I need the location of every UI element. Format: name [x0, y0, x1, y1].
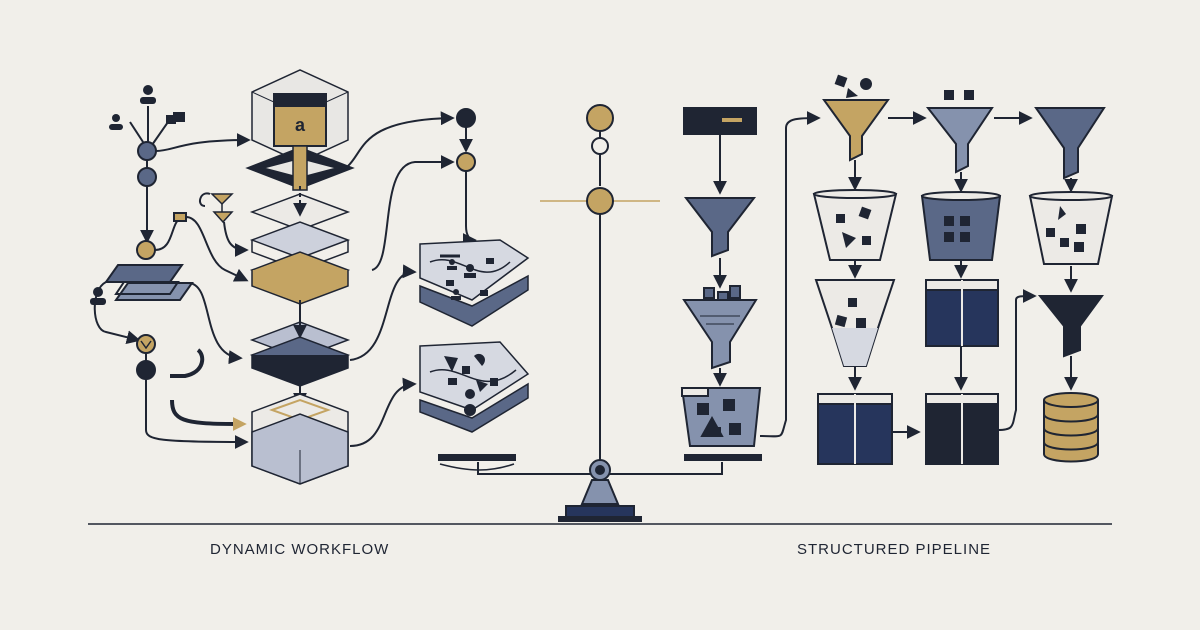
node-circle — [136, 240, 156, 260]
layer-stack-icon — [249, 193, 351, 387]
small-gold-tag — [173, 212, 187, 222]
funnel-icon — [683, 197, 757, 258]
database-icon — [1043, 392, 1099, 463]
layer-stack-icon — [104, 264, 194, 301]
funnel-icon — [210, 193, 234, 224]
bucket-icon — [680, 387, 762, 447]
node-circle — [456, 108, 476, 128]
balance-scale-icon — [477, 104, 723, 522]
user-icon — [109, 85, 185, 130]
map-layer-icon — [419, 239, 530, 327]
node-circle — [136, 334, 156, 354]
funnel-icon — [1034, 107, 1106, 180]
structured-pipeline-section — [680, 74, 1114, 465]
node-circle — [464, 404, 476, 416]
shape-marks — [944, 90, 974, 100]
map-layer-icon — [419, 341, 530, 433]
structured-pipeline-caption: STRUCTURED PIPELINE — [797, 541, 992, 558]
cube-icon — [251, 393, 349, 485]
node-circle — [137, 141, 157, 161]
user-icon — [446, 258, 494, 300]
node-circle — [136, 360, 156, 380]
input-bar — [683, 107, 757, 135]
dynamic-workflow-caption: DYNAMIC WORKFLOW — [210, 541, 390, 558]
shape-marks — [834, 74, 872, 98]
funnel-icon — [1028, 191, 1114, 265]
node-circle — [456, 152, 476, 172]
pipeline-block — [925, 393, 999, 465]
pipeline-block — [817, 393, 893, 465]
app-icon-glyph: a — [295, 115, 306, 135]
left-pan — [438, 454, 516, 461]
funnel-icon — [822, 99, 890, 162]
cube-icon — [251, 69, 349, 163]
pipeline-block — [920, 191, 1002, 261]
funnel-icon — [1037, 295, 1104, 358]
node-circle — [137, 167, 157, 187]
dynamic-workflow-section: a — [90, 69, 530, 485]
funnel-icon — [814, 279, 896, 367]
right-pan — [684, 454, 762, 461]
funnel-icon — [925, 107, 994, 174]
pipeline-block — [925, 279, 999, 347]
funnel-icon — [812, 189, 898, 261]
funnel-icon — [682, 285, 758, 370]
shape-marks — [444, 353, 498, 399]
